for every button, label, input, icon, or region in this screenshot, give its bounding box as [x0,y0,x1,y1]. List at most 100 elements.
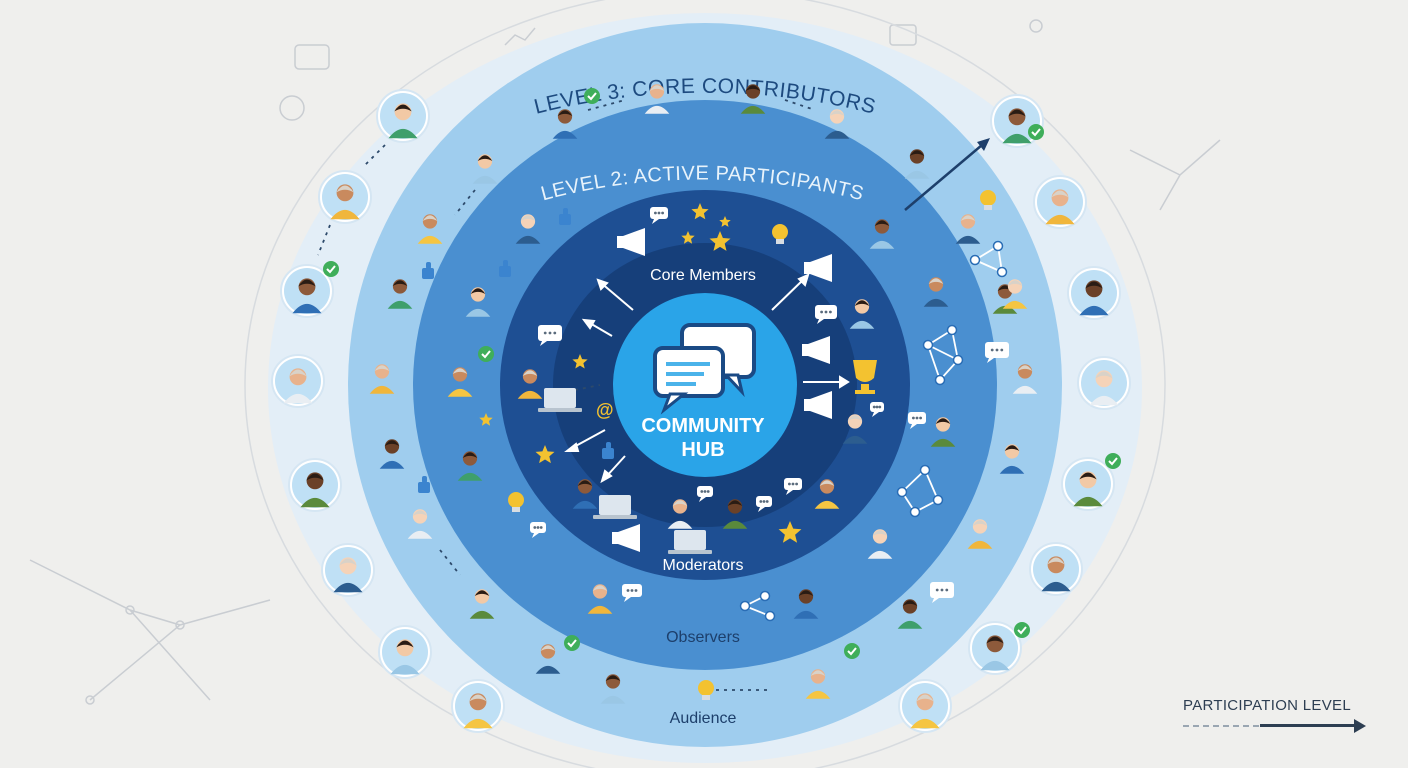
person-avatar-icon [369,364,395,394]
hub-title-line1: COMMUNITY [641,415,765,437]
person-avatar-icon [378,625,432,679]
star-icon [778,521,802,543]
check-icon [1028,124,1044,140]
label-core-members: Core Members [650,267,756,284]
person-avatar-icon [321,543,375,597]
person-avatar-icon [288,458,342,512]
network-icon [739,590,776,622]
person-avatar-icon [842,414,868,444]
chat-bubble-icon [538,325,562,346]
laptop-icon [593,495,637,519]
legend-label: PARTICIPATION LEVEL [1183,697,1351,714]
chat-bubbles-icon [653,323,756,415]
person-avatar-icon [457,451,483,481]
person-avatar-icon [740,84,766,114]
person-avatar-icon [1029,542,1083,596]
person-avatar-icon [517,369,543,399]
person-avatar-icon [447,367,473,397]
chat-bubble-icon [870,402,884,417]
star-icon [709,231,731,251]
person-avatar-icon [667,499,693,529]
check-icon [844,643,860,659]
chat-bubble-icon [784,478,802,495]
legend-arrow-icon [1354,719,1366,733]
at-sign-icon: @ [596,400,614,420]
chat-bubble-icon [908,412,926,429]
check-icon [564,635,580,651]
chat-bubble-icon [622,584,642,602]
person-avatar-icon [904,149,930,179]
person-avatar-icon [535,644,561,674]
person-avatar-icon [722,499,748,529]
chat-bubble-icon [930,582,954,603]
label-moderators: Moderators [663,557,744,574]
person-avatar-icon [967,519,993,549]
person-avatar-icon [1012,364,1038,394]
thumbs-up-icon [602,442,614,459]
person-avatar-icon [318,170,372,224]
lightbulb-icon [980,190,996,210]
person-avatar-icon [587,584,613,614]
person-avatar-icon [898,679,952,733]
person-avatar-icon [600,674,626,704]
person-avatar-icon [867,529,893,559]
chat-bubble-icon [650,207,668,224]
thumbs-up-icon [559,208,571,225]
check-icon [1105,453,1121,469]
person-avatar-icon [472,154,498,184]
label-audience: Audience [670,710,737,727]
lightbulb-icon [508,492,524,512]
person-avatar-icon [869,219,895,249]
person-avatar-icon [451,679,505,733]
thumbs-up-icon [499,260,511,277]
check-icon [584,88,600,104]
laptop-icon [668,530,712,554]
check-icon [478,346,494,362]
hub-title-line2: HUB [681,439,724,461]
person-avatar-icon [849,299,875,329]
person-avatar-icon [644,84,670,114]
person-avatar-icon [930,417,956,447]
person-avatar-icon [824,109,850,139]
network-icon [922,324,964,386]
person-avatar-icon [955,214,981,244]
label-observers: Observers [666,629,740,646]
accent-icons: @ [323,88,1121,700]
person-avatar-icon [793,589,819,619]
person-avatar-icon [515,214,541,244]
lightbulb-icon [772,224,788,244]
megaphone-icon [617,228,645,256]
network-icon [896,464,944,518]
legend-solid-line [1260,724,1356,727]
dotted-connectors [317,99,816,691]
person-avatar-icon [814,479,840,509]
lightbulb-icon [698,680,714,700]
chat-bubble-icon [697,486,713,502]
star-icon [719,216,731,227]
megaphone-icon [804,391,832,419]
star-icon [535,445,555,464]
person-avatar-icon [1002,279,1028,309]
megaphone-icon [612,524,640,552]
chat-bubble-icon [756,496,772,512]
thumbs-up-icon [418,476,430,493]
background-doodles [29,19,1221,705]
star-icon [572,354,588,369]
growth-arrow [904,138,990,211]
person-avatar-icon [379,439,405,469]
person-avatar-icon [1067,266,1121,320]
person-avatar-icon [552,109,578,139]
person-avatar-icon [469,589,495,619]
star-icon [479,413,493,426]
person-avatar-icon [572,479,598,509]
person-avatar-icon [1033,175,1087,229]
person-avatar-icon [376,89,430,143]
person-avatar-icon [387,279,413,309]
person-avatar-icon [417,214,443,244]
person-avatar-icon [271,354,325,408]
laptop-icon [538,388,582,412]
person-avatar-icon [968,621,1022,675]
megaphone-icon [804,254,832,282]
person-avatar-icon [923,277,949,307]
